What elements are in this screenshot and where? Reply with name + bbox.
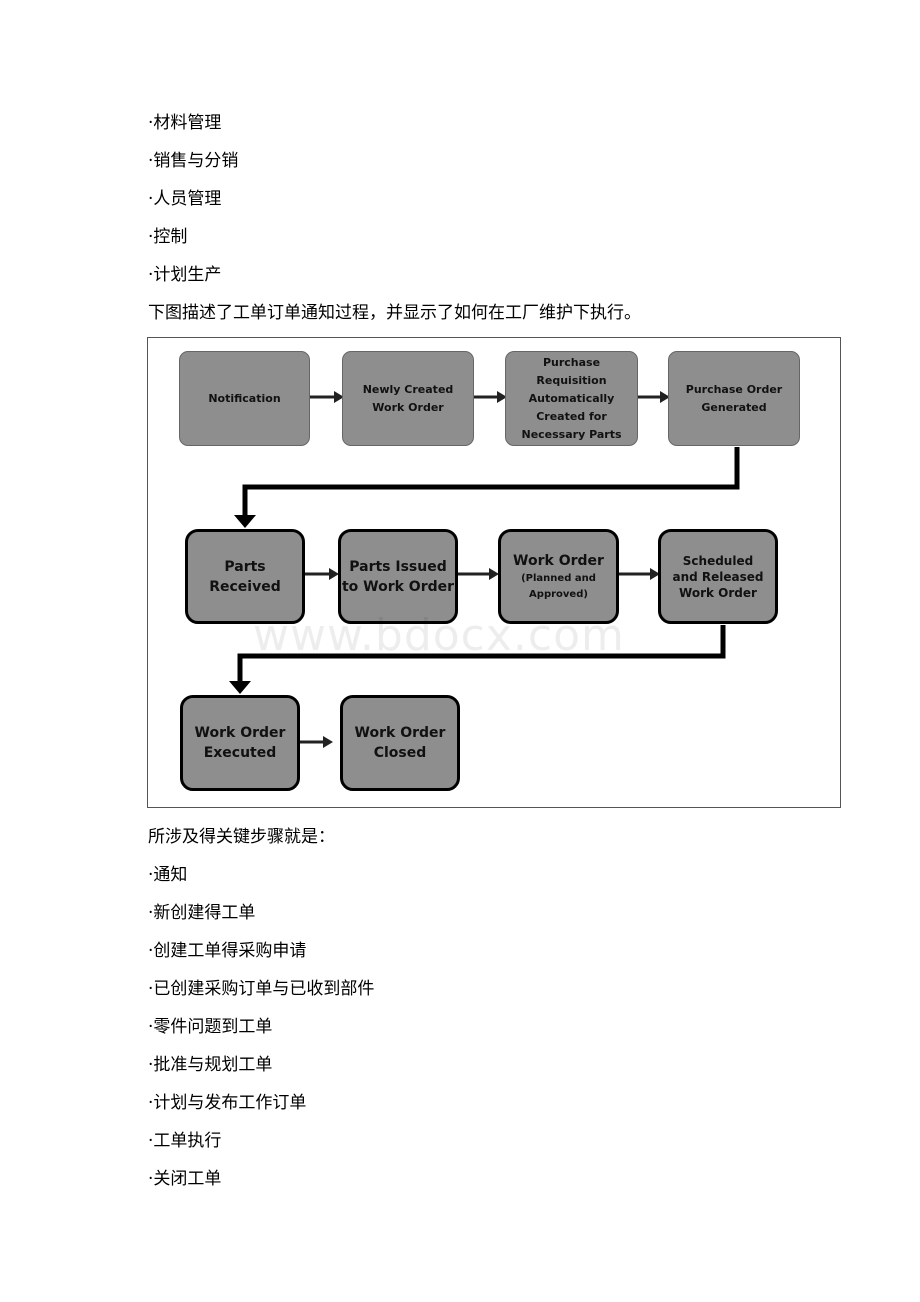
list-item-sales: ·销售与分销 <box>148 151 239 171</box>
node-label: Executed <box>203 745 277 761</box>
step-item: ·创建工单得采购申请 <box>148 941 307 961</box>
step-item: ·计划与发布工作订单 <box>148 1093 307 1113</box>
node-work-order-closed: Work Order Closed <box>340 695 460 791</box>
node-purchase-order-generated: Purchase Order Generated <box>668 351 800 446</box>
arrowhead <box>329 568 339 580</box>
node-label: Received <box>209 578 281 595</box>
node-label: to Work Order <box>341 578 455 595</box>
connector-po-to-received <box>242 447 740 518</box>
node-label: Automatically <box>528 391 615 405</box>
node-label: Generated <box>701 400 767 414</box>
node-label: Purchase Requisition <box>536 355 607 387</box>
node-work-order-planned: Work Order (Planned and Approved) <box>498 529 619 624</box>
node-parts-issued: Parts Issued to Work Order <box>338 529 458 624</box>
node-label: Parts <box>224 558 266 575</box>
node-label: Created for <box>536 409 607 423</box>
node-sublabel: Approved) <box>529 588 588 600</box>
node-label: Work Order <box>194 725 286 741</box>
node-work-order-executed: Work Order Executed <box>180 695 300 791</box>
node-label: Work Order <box>513 552 604 569</box>
node-parts-received: Parts Received <box>185 529 305 624</box>
arrowhead <box>334 391 344 403</box>
arrowhead <box>229 681 251 694</box>
steps-heading: 所涉及得关键步骤就是： <box>148 827 335 847</box>
work-order-flow-diagram: Notification Newly Created Work Order Pu… <box>147 337 841 808</box>
arrowhead <box>660 391 670 403</box>
node-label: Work Order <box>354 725 446 741</box>
node-label: Newly Created <box>362 382 454 396</box>
list-item-personnel: ·人员管理 <box>148 189 222 209</box>
node-label: Necessary Parts <box>521 427 622 441</box>
node-scheduled-released: Scheduled and Released Work Order <box>658 529 778 624</box>
step-item: ·零件问题到工单 <box>148 1017 273 1037</box>
intro-paragraph: 下图描述了工单订单通知过程，并显示了如何在工厂维护下执行。 <box>148 303 641 323</box>
step-item: ·已创建采购订单与已收到部件 <box>148 979 375 999</box>
node-label: Purchase Order <box>685 382 783 396</box>
arrowhead <box>489 568 499 580</box>
node-label: Notification <box>208 391 281 405</box>
connector-scheduled-to-executed <box>237 625 726 684</box>
arrowhead <box>323 736 333 748</box>
node-label: Work Order <box>372 400 444 414</box>
list-item-production: ·计划生产 <box>148 265 222 285</box>
step-item: ·关闭工单 <box>148 1169 222 1189</box>
node-purchase-requisition: Purchase Requisition Automatically Creat… <box>505 351 638 446</box>
node-sublabel: (Planned and <box>521 572 596 584</box>
arrowhead <box>650 568 660 580</box>
arrowhead <box>497 391 507 403</box>
list-item-materials: ·材料管理 <box>148 113 222 133</box>
step-item: ·工单执行 <box>148 1131 222 1151</box>
list-item-control: ·控制 <box>148 227 188 247</box>
diagram-connectors <box>229 391 740 748</box>
node-label: and Released <box>672 569 764 584</box>
arrowhead <box>234 515 256 528</box>
step-item: ·通知 <box>148 865 188 885</box>
step-item: ·批准与规划工单 <box>148 1055 273 1075</box>
step-item: ·新创建得工单 <box>148 903 256 923</box>
node-label: Work Order <box>679 585 757 600</box>
node-label: Scheduled <box>682 553 754 568</box>
node-notification: Notification <box>179 351 310 446</box>
node-newly-created-work-order: Newly Created Work Order <box>342 351 474 446</box>
node-label: Parts Issued <box>349 558 447 575</box>
node-label: Closed <box>373 745 427 761</box>
